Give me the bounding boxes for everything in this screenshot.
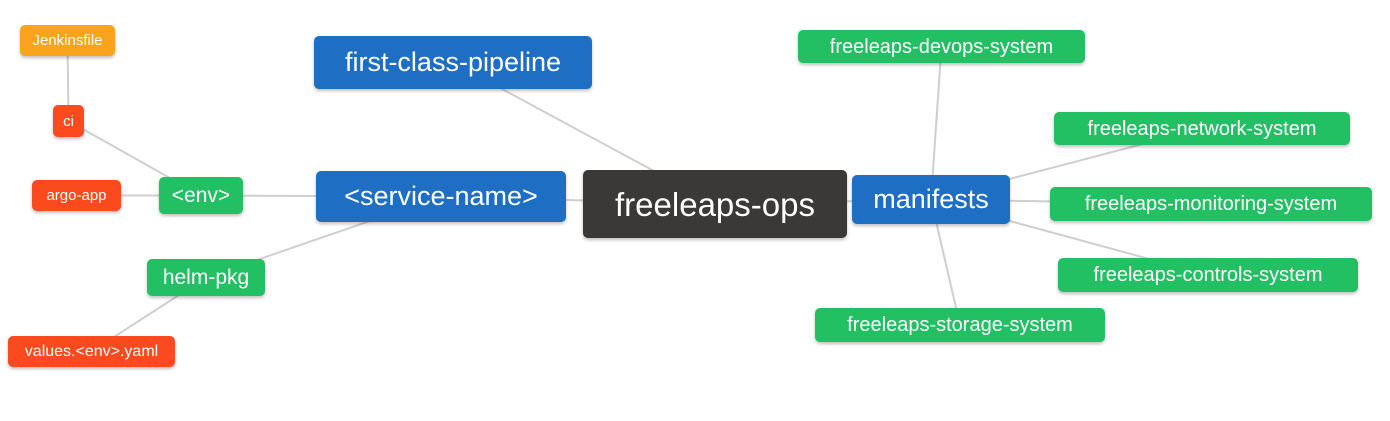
node-label: <service-name>	[344, 181, 538, 211]
node-ci[interactable]: ci	[53, 105, 84, 137]
node-label: values.<env>.yaml	[24, 342, 159, 360]
node-helm-pkg[interactable]: helm-pkg	[147, 259, 265, 296]
node-label: freeleaps-controls-system	[1093, 264, 1323, 286]
node-controls-system[interactable]: freeleaps-controls-system	[1058, 258, 1358, 292]
node-label: freeleaps-network-system	[1087, 117, 1317, 140]
node-storage-system[interactable]: freeleaps-storage-system	[815, 308, 1105, 342]
node-argo-app[interactable]: argo-app	[32, 180, 121, 211]
node-manifests[interactable]: manifests	[852, 175, 1010, 224]
node-values-env-yaml[interactable]: values.<env>.yaml	[8, 336, 175, 367]
node-label: freeleaps-devops-system	[829, 35, 1054, 58]
node-label: freeleaps-ops	[615, 185, 815, 223]
node-label: <env>	[171, 184, 231, 207]
node-label: freeleaps-monitoring-system	[1084, 193, 1338, 215]
node-freeleaps-ops[interactable]: freeleaps-ops	[583, 170, 847, 238]
node-service-name[interactable]: <service-name>	[316, 171, 566, 222]
node-monitoring-system[interactable]: freeleaps-monitoring-system	[1050, 187, 1372, 221]
node-first-class-pipeline[interactable]: first-class-pipeline	[314, 36, 592, 89]
node-env[interactable]: <env>	[159, 177, 243, 214]
node-label: freeleaps-storage-system	[847, 314, 1073, 336]
edge-manifests-devops-system	[930, 46, 943, 200]
node-jenkinsfile[interactable]: Jenkinsfile	[20, 25, 115, 56]
node-label: helm-pkg	[162, 266, 250, 289]
node-label: argo-app	[46, 187, 107, 204]
node-label: first-class-pipeline	[344, 47, 562, 77]
node-devops-system[interactable]: freeleaps-devops-system	[798, 30, 1085, 63]
node-label: manifests	[873, 184, 989, 214]
node-label: ci	[63, 112, 74, 130]
node-label: Jenkinsfile	[32, 32, 103, 49]
node-network-system[interactable]: freeleaps-network-system	[1054, 112, 1350, 145]
